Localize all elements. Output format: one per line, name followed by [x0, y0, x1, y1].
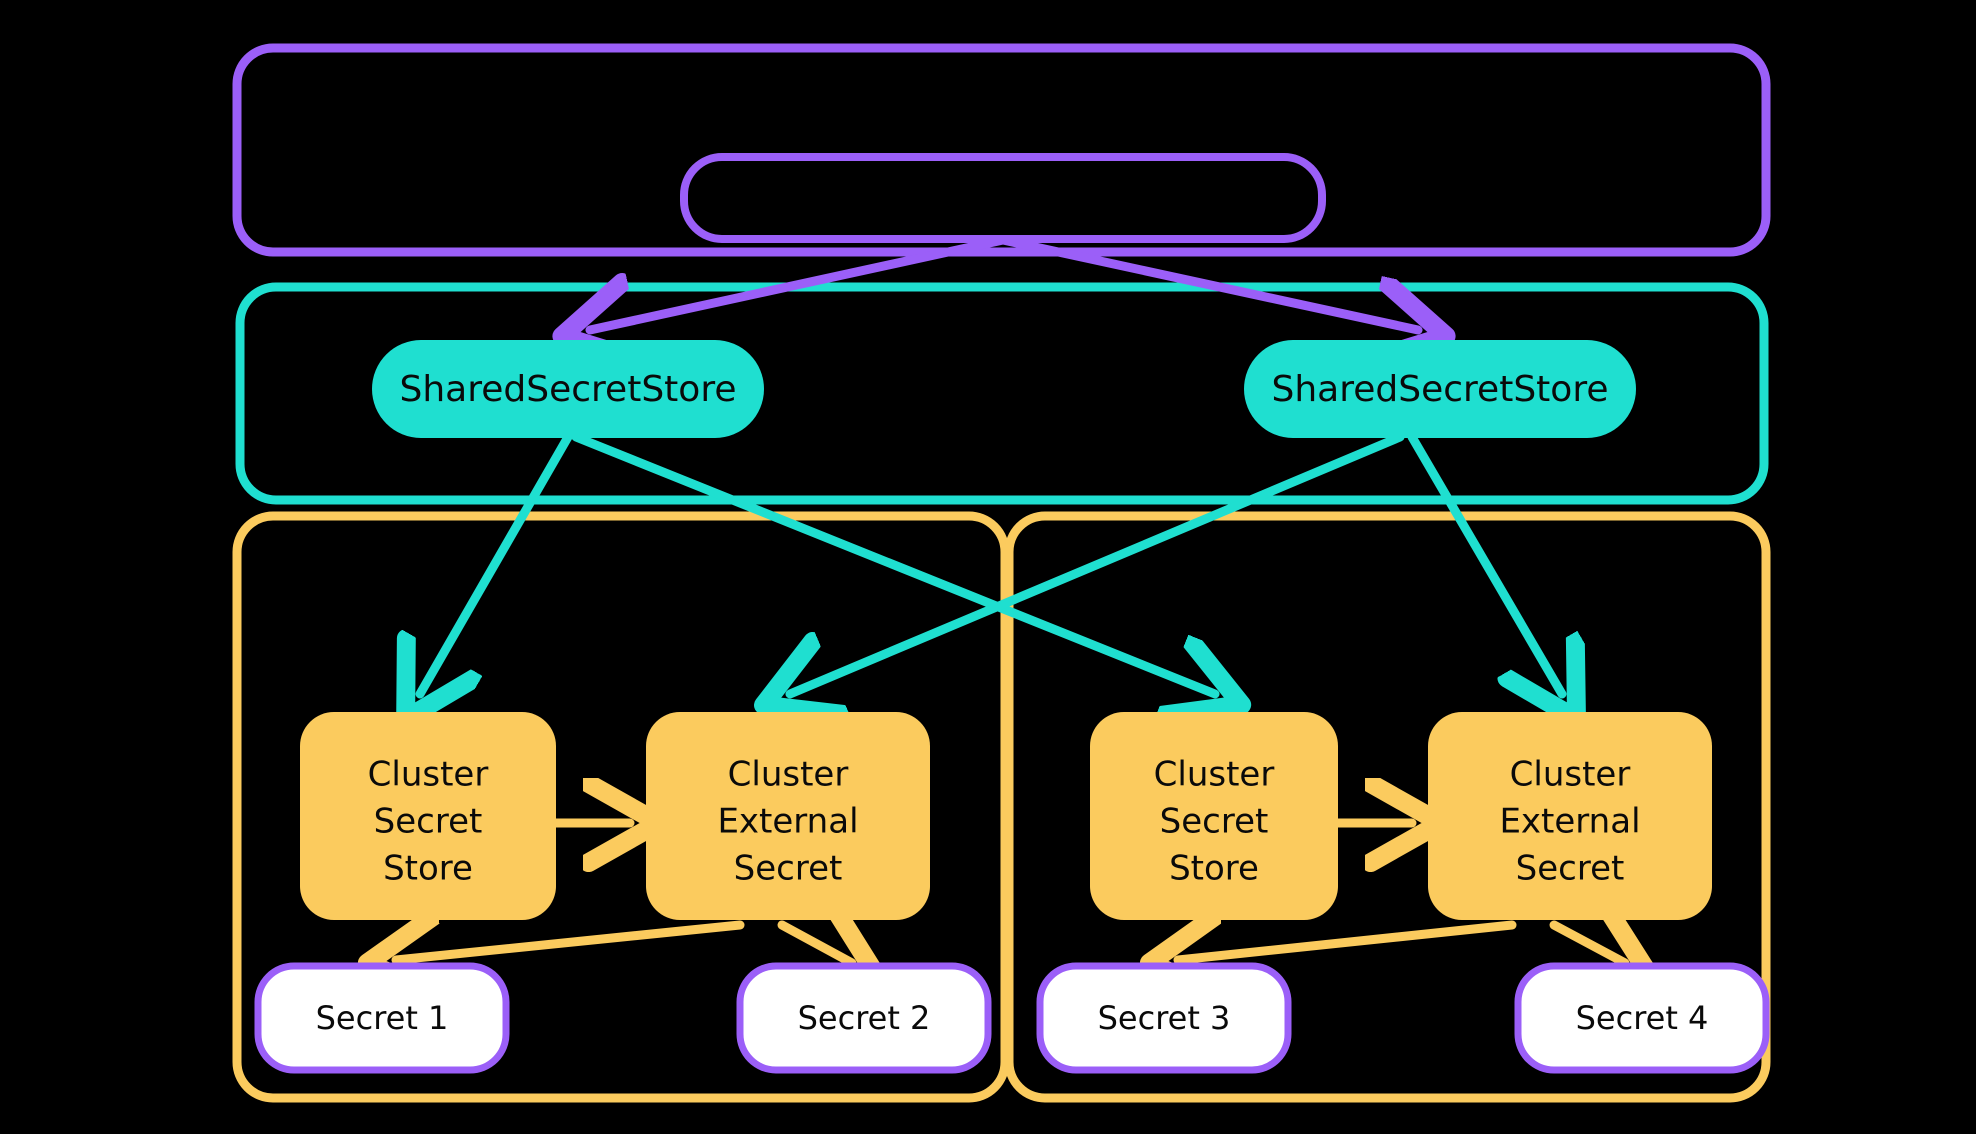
- container-yellow-cluster-right[interactable]: [1004, 511, 1771, 1103]
- edge-sss-left-to-cluster-secret-store-left: [420, 432, 573, 694]
- secret-4-shape[interactable]: [1514, 962, 1770, 1074]
- edge-ces-left-to-secret-2: [777, 925, 852, 963]
- cluster-secret-store-right-shape[interactable]: [1090, 712, 1338, 920]
- edge-ces-right-to-secret-3: [1178, 925, 1517, 960]
- cluster-external-secret-left-line-2: External: [717, 802, 858, 842]
- node-secret-2[interactable]: Secret 2: [736, 962, 992, 1074]
- secret-3-label: Secret 3: [1098, 999, 1231, 1037]
- cluster-external-secret-left-shape[interactable]: [646, 712, 930, 920]
- cluster-secret-store-left-line-3: Store: [383, 849, 473, 889]
- shared-secret-store-left-shape[interactable]: [372, 340, 764, 438]
- edge-ces-right-to-secret-4: [1549, 925, 1625, 963]
- cluster-external-secret-right-line-2: External: [1499, 802, 1640, 842]
- node-secret-3[interactable]: Secret 3: [1036, 962, 1292, 1074]
- node-secret-1[interactable]: Secret 1: [254, 962, 510, 1074]
- cluster-secret-store-left-shape[interactable]: [300, 712, 556, 920]
- node-top-inner-box[interactable]: [680, 153, 1326, 243]
- cluster-external-secret-right-shape[interactable]: [1428, 712, 1712, 920]
- node-secret-4[interactable]: Secret 4: [1514, 962, 1770, 1074]
- node-cluster-secret-store-left[interactable]: Cluster Secret Store: [300, 712, 556, 920]
- edge-sss-right-to-cluster-external-secret-right: [1407, 432, 1562, 694]
- node-cluster-external-secret-left[interactable]: Cluster External Secret: [646, 712, 930, 920]
- edge-sss-left-to-cluster-secret-store-right: [571, 432, 1215, 694]
- edge-sss-right-to-cluster-external-secret-left: [790, 432, 1405, 694]
- secret-4-label: Secret 4: [1576, 999, 1709, 1037]
- cluster-secret-store-right-line-3: Store: [1169, 849, 1259, 889]
- top-inner-box-shape[interactable]: [680, 153, 1326, 243]
- shared-secret-store-right-label: SharedSecretStore: [1272, 369, 1609, 410]
- cluster-external-secret-left-line-3: Secret: [734, 849, 843, 889]
- edge-topbox-to-sharedsecretstore-right: [998, 235, 1418, 330]
- cluster-external-secret-right-line-3: Secret: [1516, 849, 1625, 889]
- node-cluster-external-secret-right[interactable]: Cluster External Secret: [1428, 712, 1712, 920]
- cluster-external-secret-left-line-1: Cluster: [728, 755, 849, 795]
- secret-1-shape[interactable]: [254, 962, 510, 1074]
- cluster-secret-store-right-line-2: Secret: [1160, 802, 1269, 842]
- container-teal-outer[interactable]: [235, 282, 1769, 505]
- shared-secret-store-right-shape[interactable]: [1244, 340, 1636, 438]
- secret-1-label: Secret 1: [316, 999, 449, 1037]
- secret-2-shape[interactable]: [736, 962, 992, 1074]
- secret-2-label: Secret 2: [798, 999, 931, 1037]
- container-purple-outer[interactable]: [232, 43, 1771, 257]
- edge-topbox-to-sharedsecretstore-left: [590, 235, 1008, 330]
- secret-3-shape[interactable]: [1036, 962, 1292, 1074]
- node-cluster-secret-store-right[interactable]: Cluster Secret Store: [1090, 712, 1338, 920]
- cluster-external-secret-right-line-1: Cluster: [1510, 755, 1631, 795]
- node-shared-secret-store-right[interactable]: SharedSecretStore: [1244, 340, 1636, 438]
- cluster-secret-store-right-line-1: Cluster: [1154, 755, 1275, 795]
- edge-ces-left-to-secret-1: [396, 925, 745, 960]
- node-shared-secret-store-left[interactable]: SharedSecretStore: [372, 340, 764, 438]
- cluster-secret-store-left-line-1: Cluster: [368, 755, 489, 795]
- shared-secret-store-left-label: SharedSecretStore: [400, 369, 737, 410]
- cluster-secret-store-left-line-2: Secret: [374, 802, 483, 842]
